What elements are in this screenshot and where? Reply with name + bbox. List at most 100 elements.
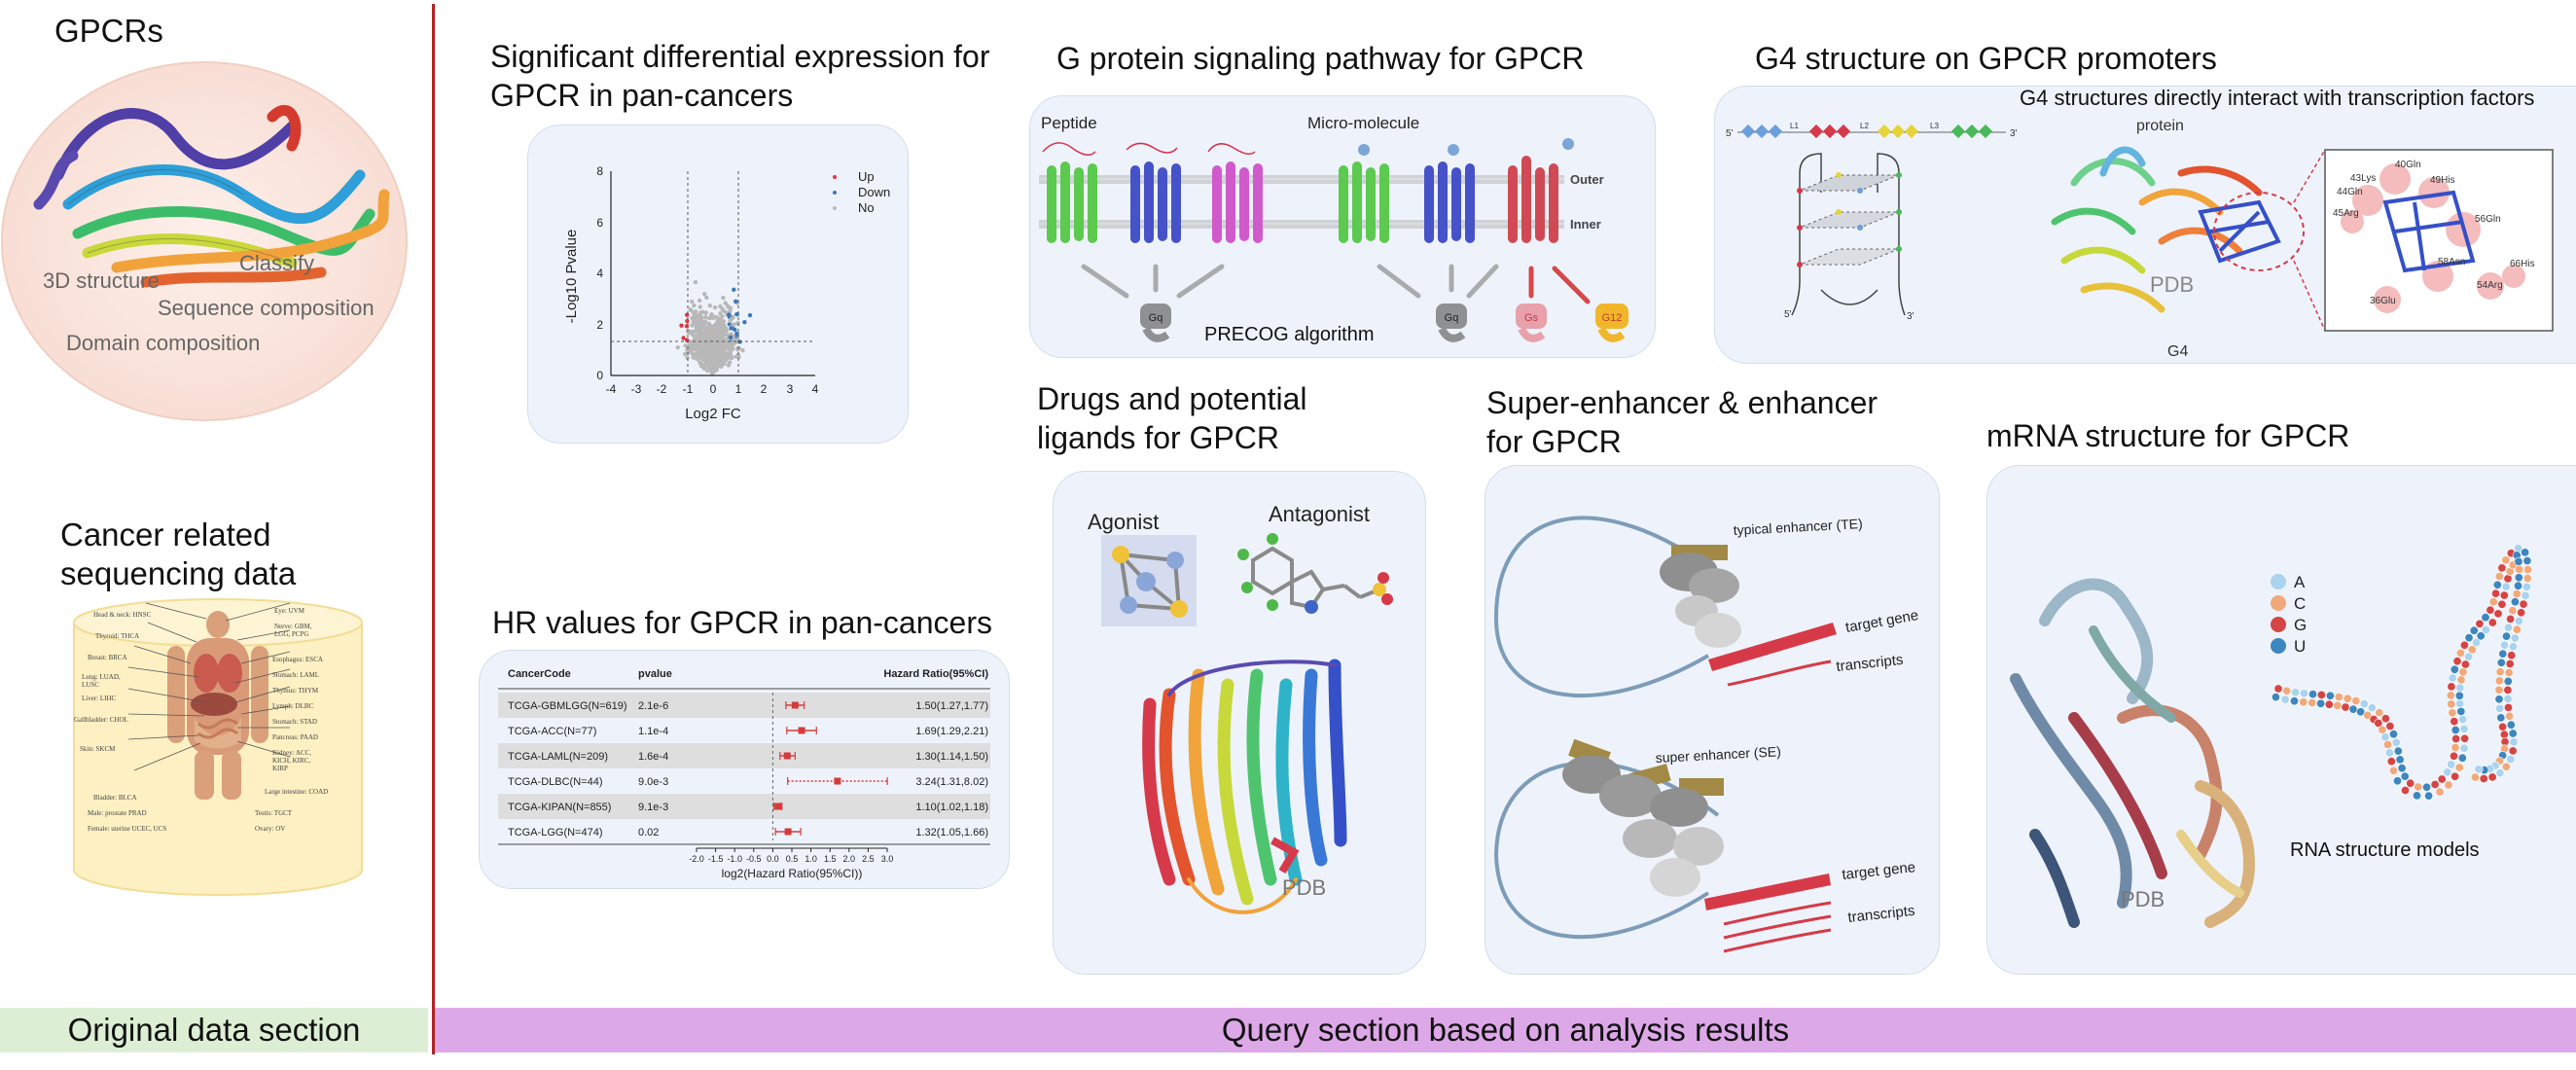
rna-bead xyxy=(2460,660,2470,669)
rna-bead xyxy=(2464,652,2474,661)
hr-pvalue: 2.1e-6 xyxy=(638,700,668,712)
rna-bead xyxy=(2443,767,2452,777)
hr-tick-label: 2.5 xyxy=(862,854,875,864)
hr-cancer-code: TCGA-LAML(N=209) xyxy=(508,751,608,763)
rna-bead xyxy=(2494,572,2504,582)
body-label: Lymph: DLBC xyxy=(272,702,314,710)
rna-bead xyxy=(2454,691,2464,700)
hr-pvalue: 1.6e-4 xyxy=(638,751,668,763)
peptide-label: Peptide xyxy=(1041,114,1097,132)
volcano-point xyxy=(718,357,724,362)
volcano-point xyxy=(727,312,732,317)
volcano-point xyxy=(688,307,693,312)
rna-bead xyxy=(2495,703,2505,713)
rna-bead xyxy=(2475,619,2485,628)
hr-point xyxy=(774,802,782,810)
query-section-band: Query section based on analysis results xyxy=(435,1008,2576,1052)
rna-bead xyxy=(2488,597,2498,607)
te-complex xyxy=(1660,545,1741,648)
volcano-point xyxy=(728,308,733,313)
rna-bead xyxy=(2479,773,2488,783)
rna-bead xyxy=(2509,737,2519,747)
hr-tick-label: -0.5 xyxy=(746,854,762,864)
rna-bead xyxy=(2447,760,2456,769)
drugs-pdb-label: PDB xyxy=(1282,875,1326,900)
volcano-point xyxy=(729,317,733,322)
hr-pvalue: 1.1e-4 xyxy=(638,726,668,737)
rna-bead xyxy=(2451,733,2461,743)
gprotein-label: Gq xyxy=(1149,312,1163,324)
hr-value: 1.30(1.14,1.50) xyxy=(915,751,988,763)
volcano-point xyxy=(732,287,736,292)
volcano-point xyxy=(709,368,714,374)
micro-molecule-label: Micro-molecule xyxy=(1307,114,1419,132)
rna-bead xyxy=(2324,699,2334,709)
volcano-point xyxy=(703,314,708,320)
rna-bead xyxy=(2503,623,2513,632)
body-label: Lung: LUAD, LUSC xyxy=(82,673,121,689)
volcano-title-line1: Significant differential expression for xyxy=(490,39,990,74)
rna-bead xyxy=(2503,676,2513,686)
volcano-point xyxy=(685,312,690,317)
volcano-point xyxy=(740,348,745,353)
volcano-point xyxy=(691,346,697,352)
rna-bead xyxy=(2499,640,2509,650)
rna-bead xyxy=(2385,721,2395,731)
body-label: Stomach: LAML xyxy=(272,671,320,679)
volcano-point xyxy=(723,301,728,305)
svg-text:5': 5' xyxy=(1784,309,1792,320)
volcano-point xyxy=(698,304,702,309)
rna-bead xyxy=(2455,683,2465,693)
rna-bead xyxy=(2325,691,2335,700)
rna-bead xyxy=(2386,757,2396,767)
body-label: Gallbladder: CHOL xyxy=(74,716,128,724)
rna-bead xyxy=(2510,597,2520,607)
rna-bead xyxy=(2299,689,2308,698)
volcano-panel xyxy=(527,125,909,444)
svg-text:-2: -2 xyxy=(657,382,667,396)
rna-bead xyxy=(2380,732,2390,742)
volcano-point xyxy=(685,355,690,360)
rna-bead xyxy=(2316,698,2326,708)
svg-text:-3: -3 xyxy=(631,382,642,396)
volcano-point xyxy=(713,322,718,327)
volcano-point xyxy=(742,320,747,325)
volcano-point xyxy=(689,331,694,336)
body-label: Eye: UVM xyxy=(274,607,304,615)
rna-bead xyxy=(2497,563,2507,573)
volcano-point xyxy=(699,362,704,367)
rna-bead xyxy=(2393,746,2403,756)
volcano-point xyxy=(699,321,704,326)
residue-label: 49His xyxy=(2430,175,2455,186)
hr-header-pvalue: pvalue xyxy=(638,668,672,680)
rna-bead xyxy=(2495,768,2505,778)
rna-bead xyxy=(2400,771,2410,781)
volcano-point xyxy=(704,295,709,301)
rna-bead xyxy=(2522,556,2532,566)
volcano-points xyxy=(675,279,753,375)
volcano-point xyxy=(692,341,698,346)
hr-point xyxy=(834,777,841,785)
rna-bead xyxy=(2382,739,2392,749)
rna-bead xyxy=(2503,702,2513,712)
rna-bead xyxy=(2388,730,2398,739)
rna-structure-model xyxy=(2271,544,2533,801)
body-label: Kidney: ACC, KICH, KIRC, KIRP xyxy=(272,749,312,772)
volcano-point xyxy=(704,362,710,368)
body-label: Breast: BRCA xyxy=(88,654,127,661)
volcano-point xyxy=(693,352,698,357)
residue-label: 44Gln xyxy=(2337,187,2363,197)
rna-bead xyxy=(2503,574,2513,584)
volcano-point xyxy=(715,358,720,364)
rna-bead xyxy=(2501,631,2511,641)
volcano-legend-no: No xyxy=(858,200,875,215)
volcano-point xyxy=(697,342,701,348)
body-label: Skin: SKCM xyxy=(80,745,116,753)
gpcr-label-domain-composition: Domain composition xyxy=(66,331,261,355)
volcano-point xyxy=(713,355,718,360)
rna-bead xyxy=(2508,642,2518,652)
rna-bead xyxy=(2496,658,2506,667)
rna-bead xyxy=(2501,555,2511,565)
volcano-point xyxy=(734,311,739,317)
